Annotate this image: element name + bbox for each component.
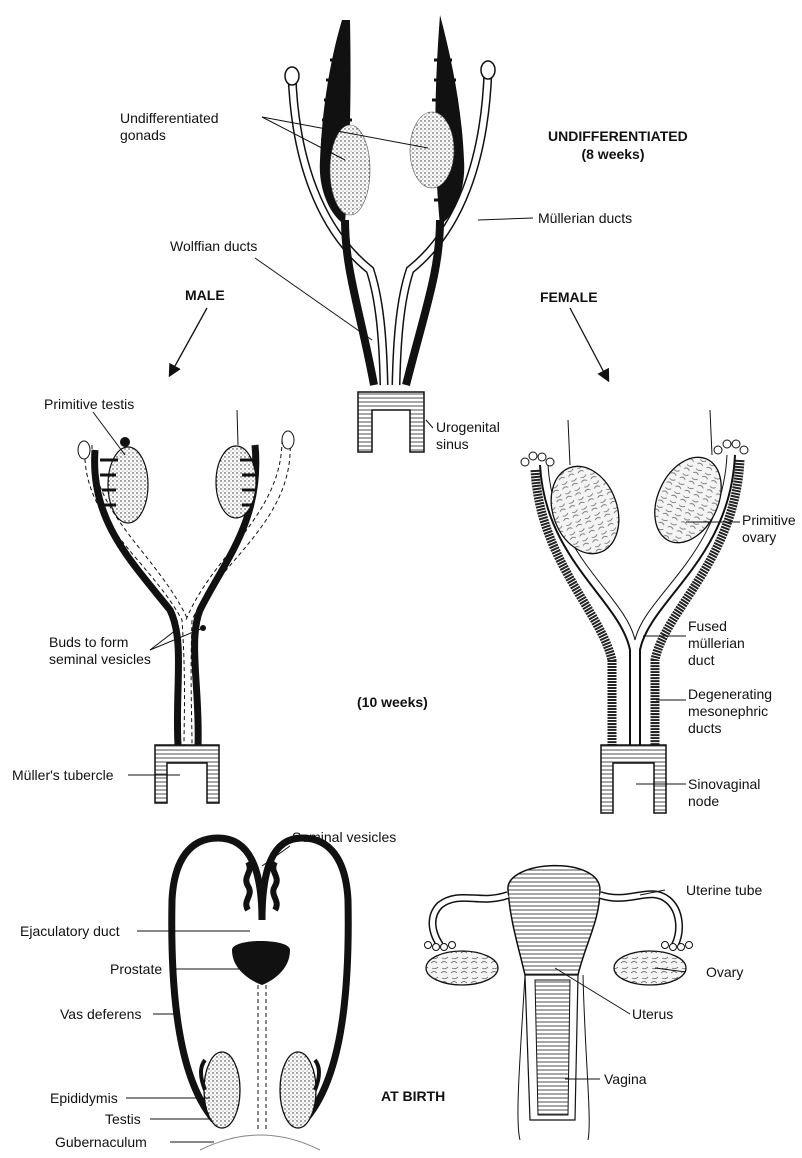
label-ejaculatory-duct: Ejaculatory duct: [20, 923, 120, 940]
female-birth-drawing: [425, 866, 693, 1140]
label-urogenital-sinus: Urogenital sinus: [436, 419, 500, 453]
right-gonad: [410, 112, 454, 188]
label-mullers-tubercle: Müller's tubercle: [12, 767, 114, 784]
prostate: [232, 941, 290, 985]
title-10-weeks: (10 weeks): [357, 694, 428, 711]
label-ovary: Ovary: [706, 964, 743, 981]
label-gubernaculum: Gubernaculum: [55, 1134, 147, 1151]
male-10wk-drawing: [78, 410, 294, 803]
label-degenerating-mesonephric: Degenerating mesonephric ducts: [688, 686, 772, 737]
title-undifferentiated: UNDIFFERENTIATED: [548, 128, 678, 145]
label-vas-deferens: Vas deferens: [60, 1006, 141, 1023]
label-uterus: Uterus: [632, 1006, 673, 1023]
title-at-birth: AT BIRTH: [381, 1088, 445, 1105]
title-female: FEMALE: [540, 289, 598, 306]
label-primitive-testis: Primitive testis: [44, 396, 134, 413]
label-sinovaginal-node: Sinovaginal node: [688, 776, 760, 810]
uterus: [508, 866, 600, 975]
label-uterine-tube: Uterine tube: [686, 882, 762, 899]
undifferentiated-drawing: [170, 15, 608, 452]
label-seminal-vesicles: Seminal vesicles: [292, 829, 396, 846]
label-testis: Testis: [105, 1111, 141, 1128]
male-right-testis: [216, 446, 256, 518]
title-male: MALE: [185, 287, 225, 304]
left-gonad: [330, 125, 370, 215]
label-undifferentiated-gonads: Undifferentiated gonads: [120, 110, 219, 144]
male-birth-drawing: [126, 838, 348, 1150]
label-epididymis: Epididymis: [50, 1090, 118, 1107]
label-vagina: Vagina: [604, 1071, 647, 1088]
label-primitive-ovary: Primitive ovary: [742, 512, 796, 546]
birth-right-testis: [280, 1052, 316, 1128]
label-buds-seminal-vesicles: Buds to form seminal vesicles: [49, 634, 151, 668]
male-left-testis: [108, 447, 148, 523]
female-right-ovary: [642, 447, 734, 554]
label-mullerian-ducts: Müllerian ducts: [538, 210, 632, 227]
subtitle-8-weeks: (8 weeks): [548, 146, 678, 163]
label-wolffian-ducts: Wolffian ducts: [170, 238, 257, 255]
label-fused-mullerian-duct: Fused müllerian duct: [688, 618, 745, 669]
label-prostate: Prostate: [110, 961, 162, 978]
birth-left-ovary: [426, 951, 498, 985]
female-10wk-drawing: [521, 410, 748, 813]
birth-right-ovary: [614, 951, 686, 985]
birth-left-testis: [204, 1052, 240, 1128]
